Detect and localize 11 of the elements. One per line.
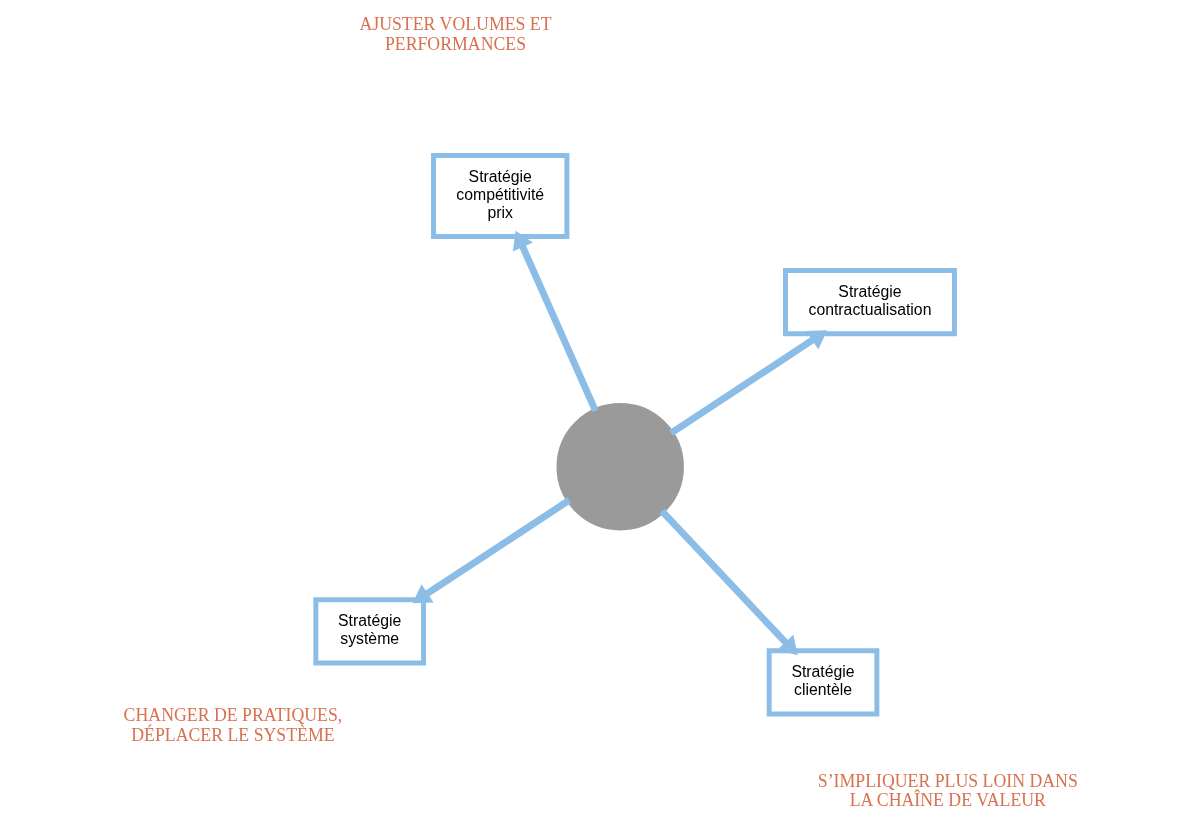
arrow bbox=[668, 330, 827, 437]
label: CHANGER DE PRATIQUES, DÉPLACER LE SYSTÈME bbox=[123, 704, 342, 745]
node-box: Stratégie clientèle bbox=[766, 648, 879, 717]
arrow bbox=[512, 230, 599, 413]
arrow bbox=[658, 508, 798, 656]
label: S’IMPLIQUER PLUS LOIN DANS LA CHAÎNE DE VALEUR bbox=[817, 770, 1078, 811]
node-box: Stratégie compétitivité prix bbox=[430, 153, 569, 239]
node-box: Stratégie contractualisation bbox=[782, 268, 957, 337]
node-box: Stratégie système bbox=[312, 597, 426, 666]
label: AJUSTER VOLUMES ET PERFORMANCES bbox=[358, 14, 552, 55]
arrow bbox=[412, 497, 571, 604]
